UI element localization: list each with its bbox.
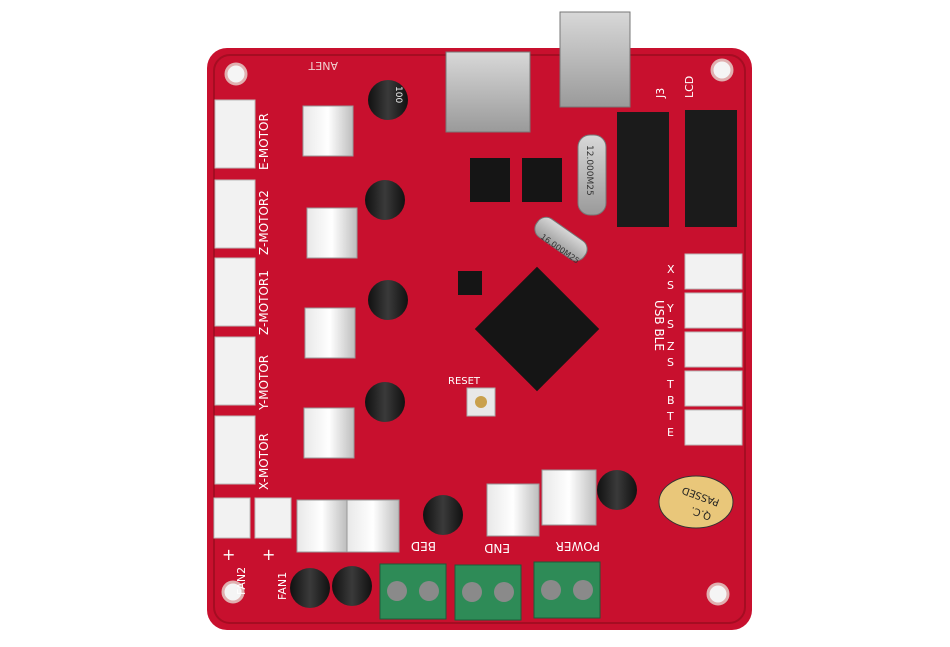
fan1-label: FAN1 [276,572,289,600]
endstop-label-1: S [667,279,674,292]
reset-button [466,387,496,417]
driver-heatsinks [302,105,358,459]
endstop-label-5: S [667,356,674,369]
capacitor-value: 100 [393,86,403,103]
motor-connectors [214,99,256,485]
thermistor-label-1: B [667,394,675,407]
fan2-plus: + [222,545,235,564]
pcb-board [207,48,752,630]
endstop-connectors [684,253,743,446]
j3-label: J3 [654,88,667,99]
terminal-blocks [379,561,601,621]
power-label: POWER [556,539,600,553]
z-motor1-label: Z-MOTOR1 [257,270,271,335]
thermistor-label-2: T [666,410,674,423]
e-motor-label: E-MOTOR [257,113,271,170]
brand-label: ANET [308,59,338,72]
thermistor-label-0: T [666,378,674,391]
reset-label: RESET [448,376,481,387]
endstop-label-2: Y [666,302,674,315]
endstop-label-0: X [667,263,675,276]
endstop-label-4: Z [667,340,675,353]
aux-crystal [534,216,588,262]
x-motor-label: X-MOTOR [257,433,271,490]
end-label: END [484,541,510,555]
lcd-label: LCD [683,76,696,98]
fan2-label: FAN2 [235,567,248,595]
bed-label: BED [411,539,436,553]
main-crystal [577,134,607,216]
endstop-label-3: S [667,318,674,331]
z-motor2-label: Z-MOTOR2 [257,190,271,255]
thermistor-label-3: E [667,426,674,439]
ic-chips [458,158,600,392]
fan-connectors [213,497,292,539]
mounting-holes [221,58,734,606]
main-crystal-label: 12.000M25 [584,145,594,196]
fan1-plus: + [262,545,275,564]
lcd-headers [617,110,737,227]
usb-port [559,11,631,108]
mosfet-heatsinks [296,469,597,553]
sd-card-slot [445,51,531,133]
capacitors [290,80,637,608]
qc-sticker [658,475,734,529]
usb-ble-label: USB BLE [652,300,666,351]
y-motor-label: Y-MOTOR [257,355,271,411]
